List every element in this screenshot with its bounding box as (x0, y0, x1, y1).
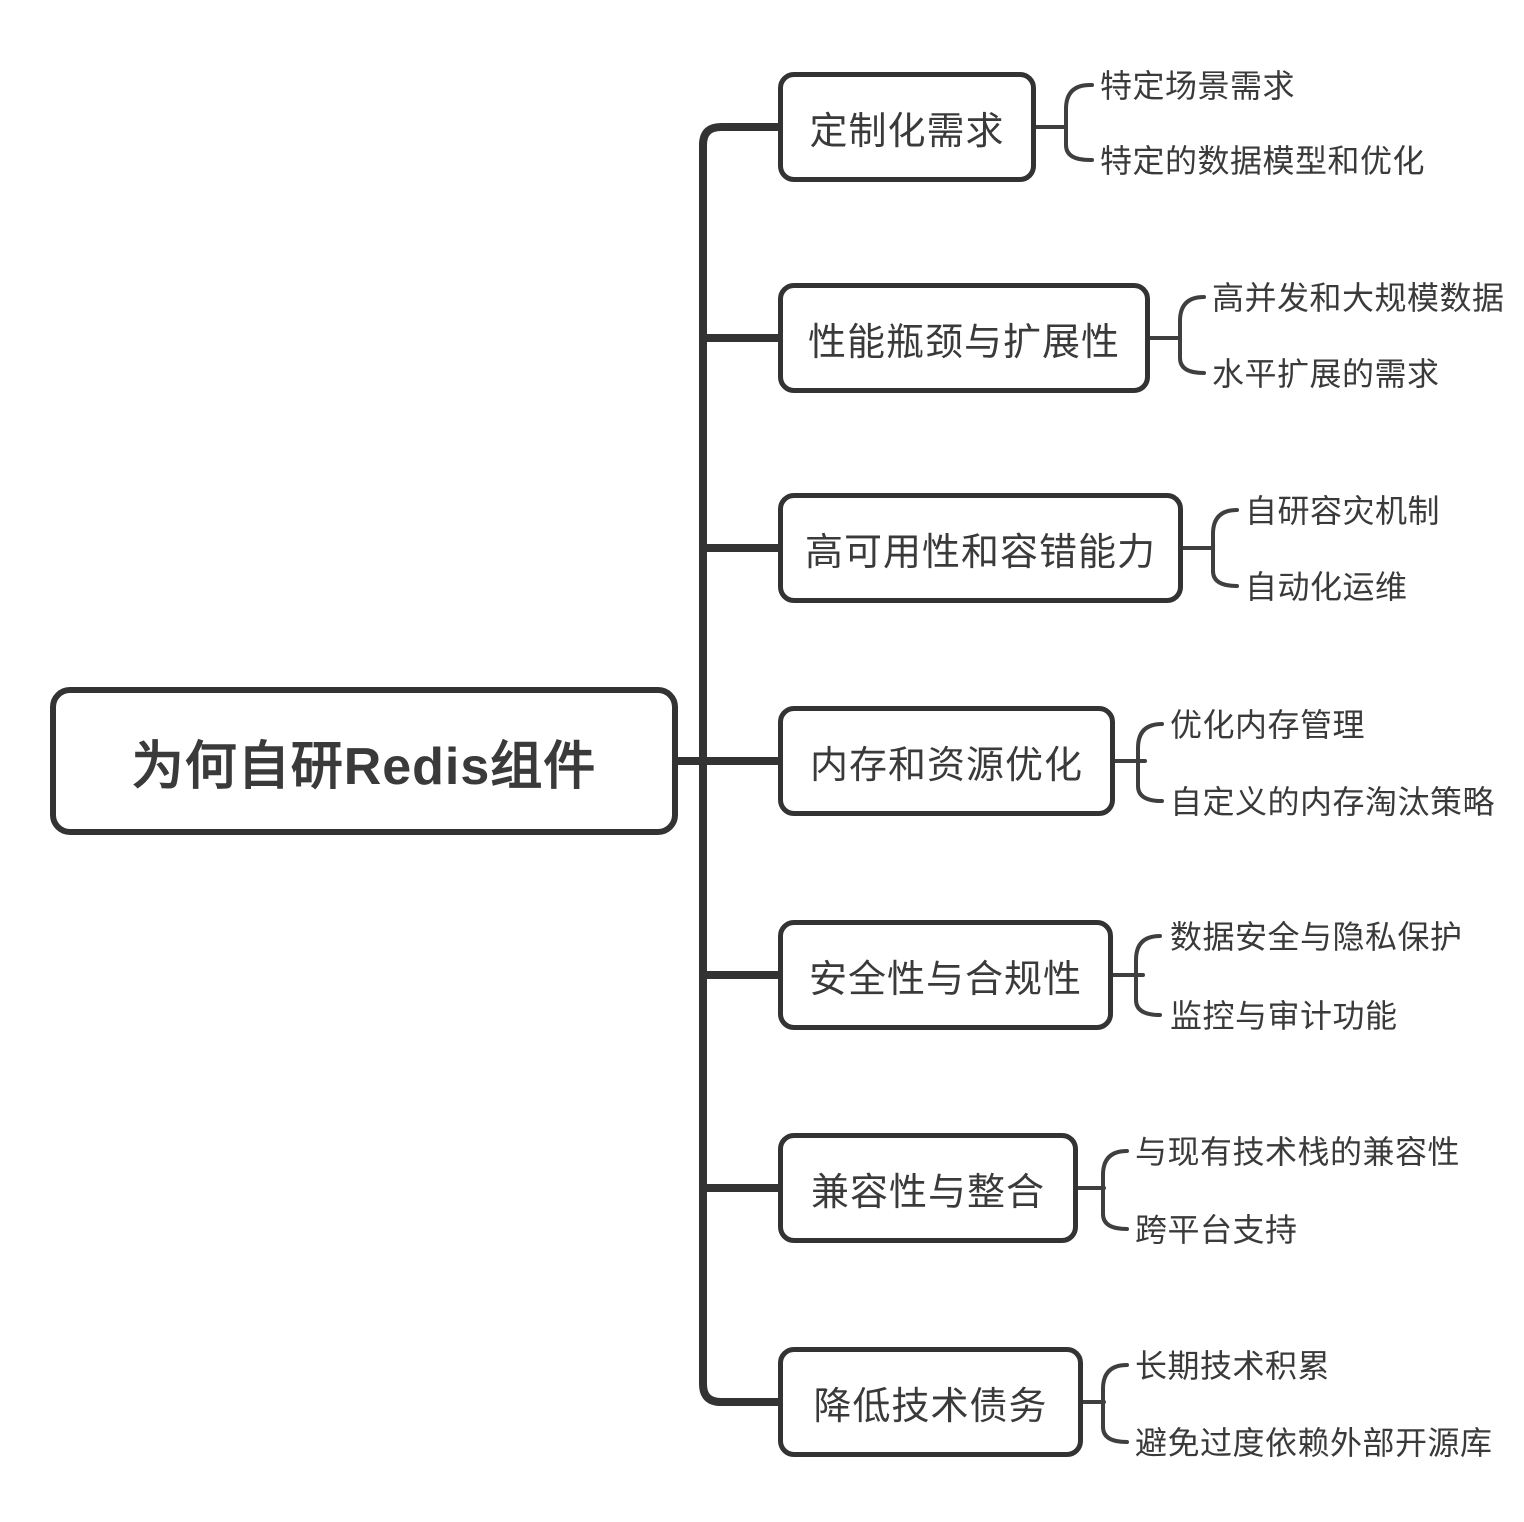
leaf-label-5-2[interactable]: 监控与审计功能 (1170, 998, 1398, 1034)
trunk-corner-top (699, 123, 782, 149)
branch-node-5-label: 安全性与合规性 (808, 958, 1082, 1001)
trunk-corner-bottom (699, 1380, 782, 1406)
leaf-bracket-4 (1136, 722, 1164, 803)
leaf-label-2-2[interactable]: 水平扩展的需求 (1212, 356, 1440, 392)
leaf-label-1-1[interactable]: 特定场景需求 (1100, 68, 1296, 104)
leaf-bracket-2 (1178, 295, 1206, 375)
leaf-label-1-2[interactable]: 特定的数据模型和优化 (1100, 143, 1426, 179)
branch-node-6[interactable]: 兼容性与整合 (778, 1133, 1078, 1243)
leaf-bracket-7 (1101, 1363, 1129, 1444)
branch-node-2-label: 性能瓶颈与扩展性 (807, 321, 1120, 364)
branch-node-3[interactable]: 高可用性和容错能力 (778, 493, 1183, 603)
branch-node-7[interactable]: 降低技术债务 (778, 1347, 1083, 1457)
branch-node-2[interactable]: 性能瓶颈与扩展性 (778, 283, 1150, 393)
root-node-label: 为何自研Redis组件 (131, 737, 597, 796)
branch-node-4-label: 内存和资源优化 (809, 744, 1083, 787)
branch-node-1[interactable]: 定制化需求 (778, 72, 1036, 182)
leaf-label-6-2[interactable]: 跨平台支持 (1135, 1212, 1298, 1248)
leaf-label-2-1[interactable]: 高并发和大规模数据 (1212, 280, 1505, 316)
branch-node-3-label: 高可用性和容错能力 (805, 531, 1157, 574)
root-node[interactable]: 为何自研Redis组件 (50, 687, 678, 835)
leaf-label-6-1[interactable]: 与现有技术栈的兼容性 (1135, 1134, 1461, 1170)
branch-node-6-label: 兼容性与整合 (810, 1171, 1045, 1214)
leaf-bracket-5 (1134, 934, 1162, 1017)
branch-node-4[interactable]: 内存和资源优化 (778, 706, 1115, 816)
leaf-label-3-1[interactable]: 自研容灾机制 (1245, 493, 1441, 529)
leaf-label-5-1[interactable]: 数据安全与隐私保护 (1170, 919, 1463, 955)
leaf-label-4-2[interactable]: 自定义的内存淘汰策略 (1170, 784, 1496, 820)
leaf-bracket-3 (1211, 508, 1239, 588)
branch-node-7-label: 降低技术债务 (813, 1385, 1048, 1428)
trunk-connectors (674, 123, 782, 1406)
leaf-label-4-1[interactable]: 优化内存管理 (1170, 707, 1366, 743)
branch-node-1-label: 定制化需求 (809, 110, 1005, 153)
leaf-label-7-1[interactable]: 长期技术积累 (1135, 1348, 1331, 1384)
branch-node-5[interactable]: 安全性与合规性 (778, 920, 1113, 1030)
leaf-bracket-6 (1101, 1149, 1129, 1231)
leaf-bracket-1 (1064, 83, 1092, 162)
leaf-label-7-2[interactable]: 避免过度依赖外部开源库 (1135, 1425, 1493, 1461)
leaf-label-3-2[interactable]: 自动化运维 (1245, 569, 1408, 605)
branch-stub-connectors (703, 334, 778, 1192)
